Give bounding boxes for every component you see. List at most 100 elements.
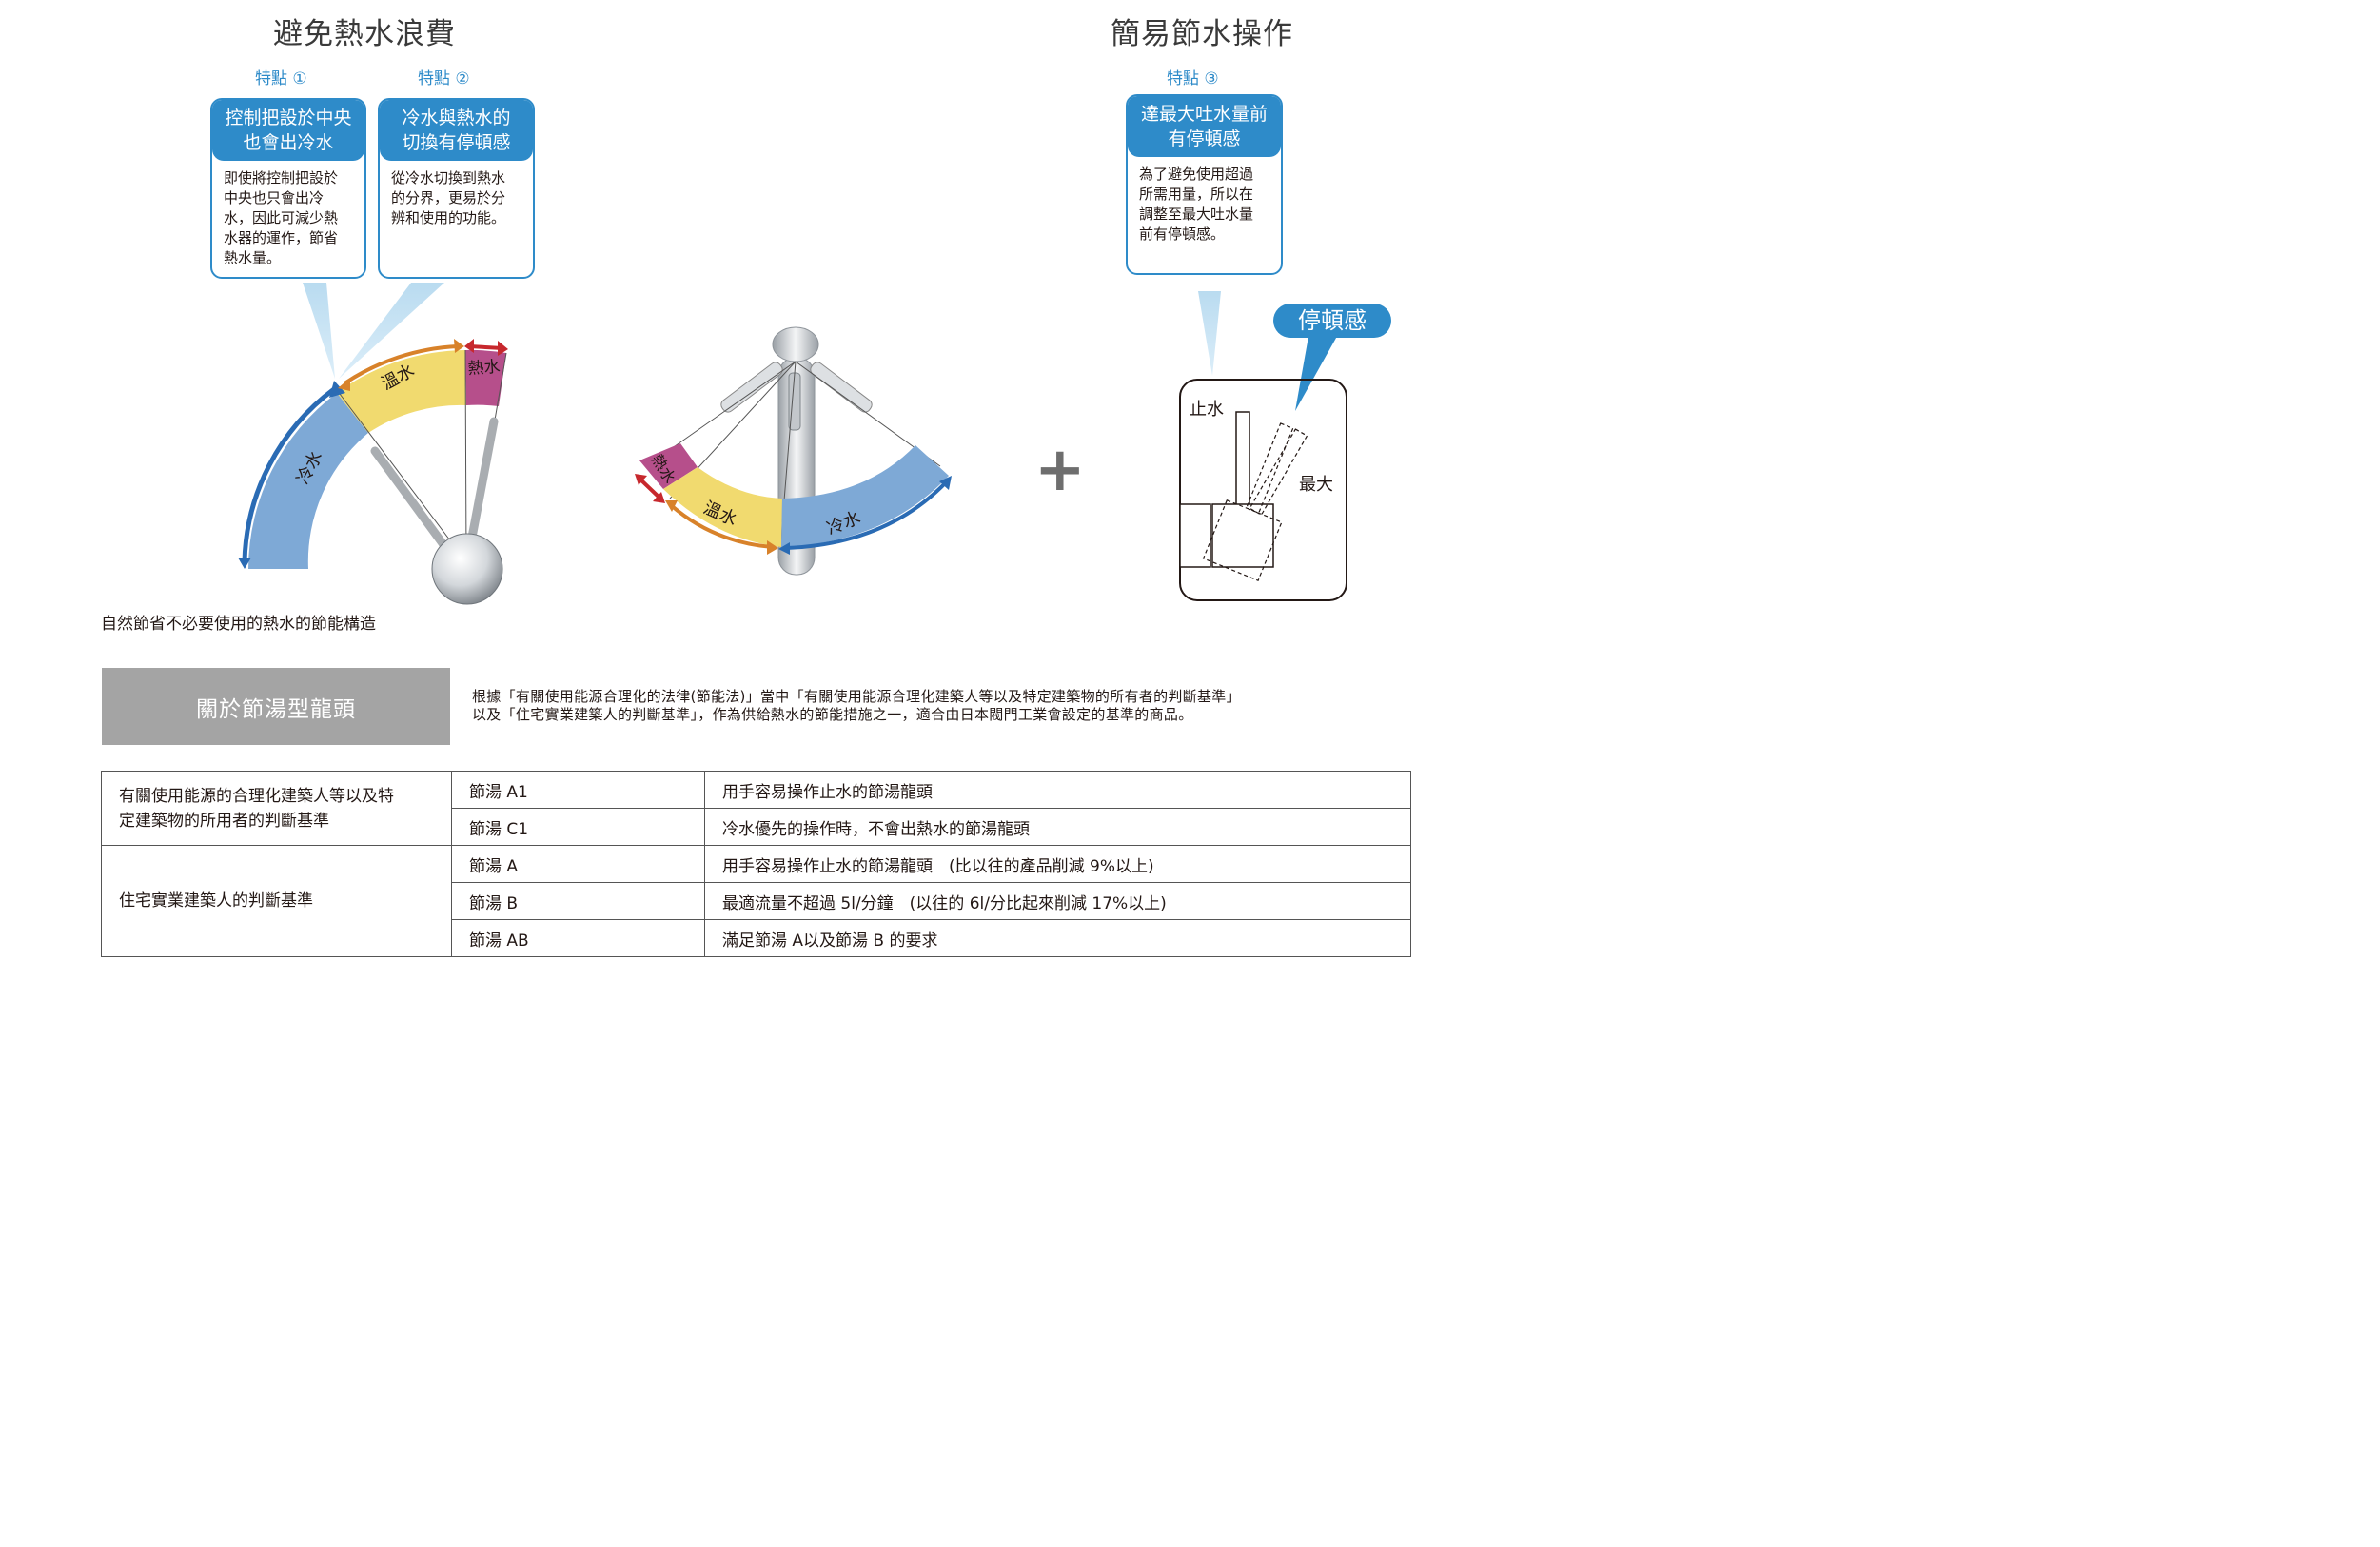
feature-2-heading-line-2: 切換有停頓感	[402, 132, 511, 153]
right-section-title: 簡易節水操作	[1111, 17, 1293, 51]
feature-3-heading: 達最大吐水量前 有停頓感	[1128, 96, 1281, 157]
pause-feel-callout: 停頓感	[1273, 304, 1391, 338]
desc-cell: 冷水優先的操作時，不會出熱水的節湯龍頭	[704, 808, 1411, 846]
faucet-warm-arrow-tail	[665, 500, 678, 512]
feature-2-label: 特點 ②	[418, 69, 470, 88]
warm-arrow	[343, 344, 459, 385]
plus-symbol: +	[1034, 435, 1086, 505]
water-saving-faucet-banner: 關於節湯型龍頭	[102, 668, 450, 745]
faucet-hot-arrow-tail	[653, 492, 665, 503]
feature-3-body-line: 前有停頓感。	[1139, 225, 1226, 243]
feature-3-label: 特點 ③	[1167, 69, 1219, 88]
code-cell: 節湯 A	[451, 845, 705, 883]
feature-3-body-line: 所需用量，所以在	[1139, 186, 1254, 203]
table-row: 有關使用能源的合理化建築人等以及特 定建築物的所用者的判斷基準 節湯 A1 用手…	[101, 771, 1411, 846]
cold-arrow-tail	[238, 558, 251, 569]
dial-guide-line	[464, 349, 467, 560]
desc-cell: 滿足節湯 A以及節湯 B 的要求	[704, 919, 1411, 957]
table-row: 節湯 C1 冷水優先的操作時，不會出熱水的節湯龍頭	[102, 808, 1411, 846]
desc-cell: 用手容易操作止水的節湯龍頭 (比以往的產品削減 9%以上)	[704, 845, 1411, 883]
lever-max-position	[1202, 422, 1294, 581]
cold-band	[248, 393, 368, 569]
code-cell: 節湯 A1	[451, 771, 705, 809]
feature-2-body-line: 辨和使用的功能。	[391, 209, 506, 226]
feature-3-heading-line-1: 達最大吐水量前	[1140, 104, 1268, 125]
feature-2-body-line: 從冷水切換到熱水	[391, 169, 506, 186]
left-section-title: 避免熱水浪費	[273, 17, 456, 51]
standards-table: 有關使用能源的合理化建築人等以及特 定建築物的所用者的判斷基準 節湯 A1 用手…	[101, 771, 1411, 957]
lever-pivot-ball	[431, 533, 503, 605]
warm-band	[337, 350, 466, 433]
faucet-hot-arrow-head	[635, 474, 647, 485]
standards-description: 根據「有關使用能源合理化的法律(節能法)」當中「有關使用能源合理化建築人等以及特…	[472, 688, 1424, 724]
lever-body-solid	[1211, 503, 1274, 568]
lever-rod	[370, 446, 452, 555]
faucet-side-frame	[1179, 379, 1347, 601]
warm-arrow-head	[454, 339, 464, 353]
desc-cell: 最適流量不超過 5l/分鐘 (以往的 6l/分比起來削減 17%以上)	[704, 882, 1411, 920]
stop-label: 止水	[1190, 400, 1224, 420]
feature-2-heading-line-1: 冷水與熱水的	[402, 108, 511, 128]
energy-saving-caption: 自然節省不必要使用的熱水的節能構造	[101, 615, 376, 634]
table-row: 節湯 AB 滿足節湯 A以及節湯 B 的要求	[102, 919, 1411, 957]
faucet-lever-right	[810, 362, 873, 413]
faucet-cold-arrow-tail	[778, 542, 790, 555]
lever-rod	[466, 417, 499, 547]
warm-arrow-tail	[338, 378, 350, 391]
dial-guide-line	[336, 389, 465, 560]
lever-dial-diagram: 冷水 溫水 熱水	[238, 283, 508, 605]
feature-1-body-line: 即使將控制把設於	[224, 169, 339, 186]
feature-1-body-line: 水，因此可減少熱	[224, 209, 339, 226]
pointer-beam-2	[339, 283, 444, 379]
callout-pointer	[1295, 331, 1340, 411]
desc-cell: 用手容易操作止水的節湯龍頭	[704, 771, 1411, 809]
feature-2-heading: 冷水與熱水的 切換有停頓感	[380, 100, 533, 161]
max-label: 最大	[1299, 475, 1333, 495]
code-cell: 節湯 B	[451, 882, 705, 920]
feature-1-body-line: 水器的運作，節省	[224, 229, 339, 246]
faucet-warm-arrow	[669, 503, 774, 549]
feature-1-body-line: 中央也只會出冷	[224, 189, 325, 206]
feature-2-body: 從冷水切換到熱水 的分界，更易於分 辨和使用的功能。	[380, 161, 533, 234]
faucet-base-block	[1179, 503, 1211, 568]
feature-1-label: 特點 ①	[255, 69, 307, 88]
feature-3-card: 達最大吐水量前 有停頓感 為了避免使用超過 所需用量，所以在 調整至最大吐水量 …	[1126, 94, 1283, 275]
lever-stop-position	[1235, 411, 1250, 506]
feature-3-body-line: 為了避免使用超過	[1139, 166, 1254, 183]
category-1-line-2: 定建築物的所用者的判斷基準	[119, 811, 329, 831]
feature-1-heading: 控制把設於中央 也會出冷水	[212, 100, 364, 161]
feature-2-body-line: 的分界，更易於分	[391, 189, 506, 206]
cold-arrow	[242, 386, 336, 562]
faucet-top-view-diagram: 熱水 溫水 冷水	[635, 326, 952, 576]
flow-stop-diagram: 止水 最大	[1179, 291, 1347, 601]
cold-arrow-head	[329, 381, 345, 398]
standards-description-line-1: 根據「有關使用能源合理化的法律(節能法)」當中「有關使用能源合理化建築人等以及特…	[472, 688, 1241, 705]
hot-band	[465, 349, 506, 406]
faucet-warm-arrow-head	[767, 540, 778, 555]
hot-label: 熱水	[467, 358, 501, 379]
faucet-cold-arrow	[785, 480, 949, 550]
pointer-beam-3	[1198, 291, 1221, 376]
feature-2-card: 冷水與熱水的 切換有停頓感 從冷水切換到熱水 的分界，更易於分 辨和使用的功能。	[378, 98, 535, 279]
code-cell: 節湯 AB	[451, 919, 705, 957]
table-row: 住宅實業建築人的判斷基準 節湯 A 用手容易操作止水的節湯龍頭 (比以往的產品削…	[101, 845, 1411, 957]
faucet-hot-band	[639, 443, 698, 489]
faucet-cold-arrow-head	[939, 476, 952, 490]
hot-arrow-head-right	[498, 341, 508, 356]
category-cell-1: 有關使用能源的合理化建築人等以及特 定建築物的所用者的判斷基準	[101, 771, 452, 846]
feature-1-body-line: 熱水量。	[224, 249, 282, 266]
feature-3-body-line: 調整至最大吐水量	[1139, 206, 1254, 223]
feature-1-card: 控制把設於中央 也會出冷水 即使將控制把設於 中央也只會出冷 水，因此可減少熱 …	[210, 98, 366, 279]
lever-max-position-outer	[1249, 428, 1308, 517]
code-cell: 節湯 C1	[451, 808, 705, 846]
faucet-cold-band	[781, 445, 949, 547]
feature-3-body: 為了避免使用超過 所需用量，所以在 調整至最大吐水量 前有停頓感。	[1128, 157, 1281, 250]
faucet-hot-arrow	[638, 477, 662, 500]
pointer-beam-1	[303, 283, 335, 379]
feature-1-heading-line-2: 也會出冷水	[243, 132, 334, 153]
faucet-warm-band	[663, 467, 782, 547]
standards-description-line-2: 以及「住宅實業建築人的判斷基準」，作為供給熱水的節能措施之一，適合由日本閥門工業…	[472, 706, 1193, 723]
category-cell-2: 住宅實業建築人的判斷基準	[101, 845, 452, 957]
feature-1-body: 即使將控制把設於 中央也只會出冷 水，因此可減少熱 水器的運作，節省 熱水量。	[212, 161, 364, 274]
feature-1-heading-line-1: 控制把設於中央	[225, 108, 352, 128]
